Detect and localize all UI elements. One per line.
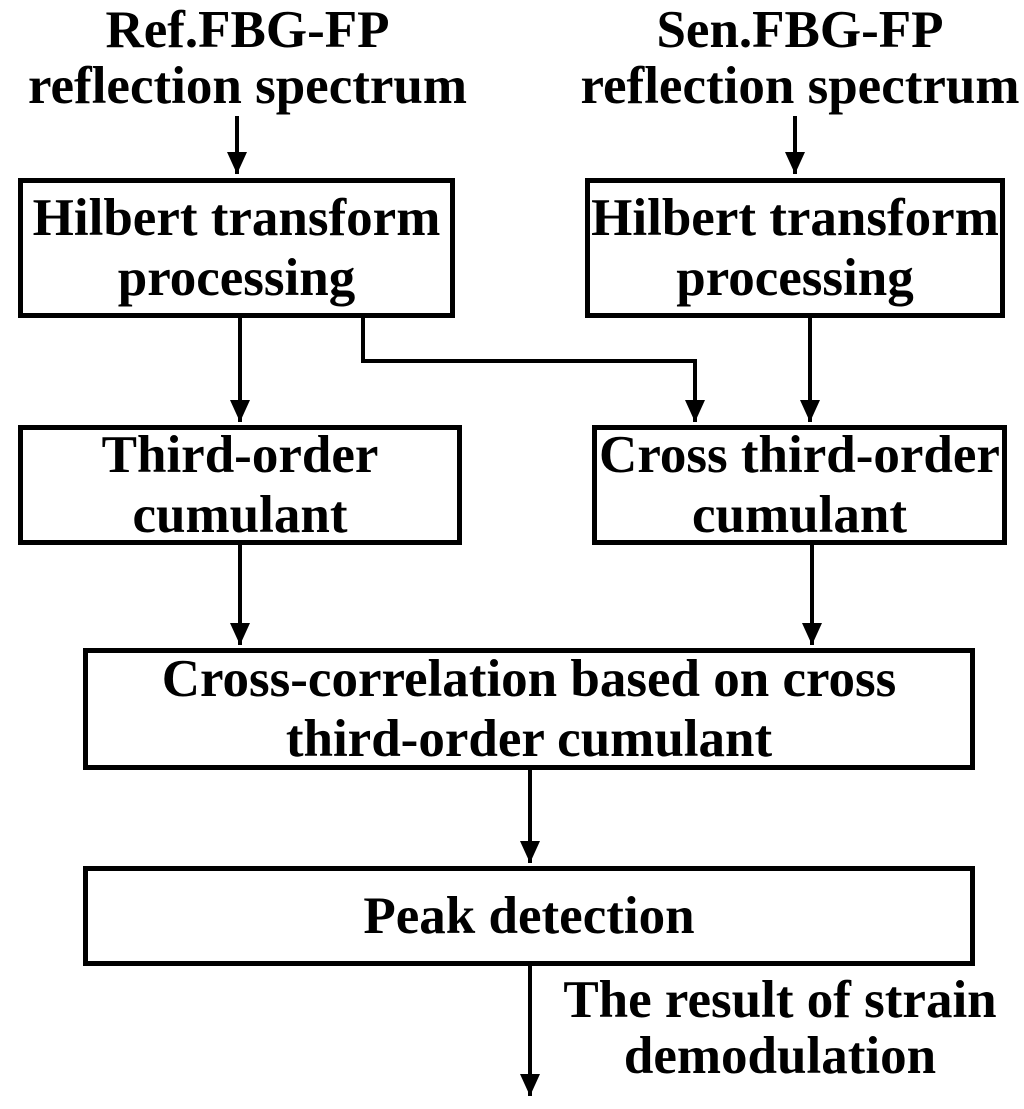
ref-label-line2: reflection spectrum [27,57,468,115]
ref-fbg-fp-input-label: Ref.FBG-FP reflection spectrum [15,2,480,114]
node-text-line: Hilbert transform [591,189,999,247]
node-text-line: processing [676,249,914,307]
node-third-order-cumulant: Third-order cumulant [18,425,462,545]
node-text-line: Third-order [101,426,379,484]
arrow-hilbert-left-to-cross-third-order [361,317,705,422]
node-hilbert-transform-right: Hilbert transform processing [585,178,1005,318]
output-label-line2: demodulation [623,1027,937,1085]
node-text-line: third-order cumulant [285,710,773,768]
node-peak-detection: Peak detection [83,866,975,966]
node-text-line: Cross third-order [599,426,1000,484]
node-text-line: Cross-correlation based on cross [161,650,897,708]
node-hilbert-transform-left: Hilbert transform processing [18,178,455,318]
ref-label-line1: Ref.FBG-FP [105,1,390,59]
sen-label-line2: reflection spectrum [580,57,1020,115]
strain-demodulation-result-label: The result of strain demodulation [545,972,1015,1084]
sen-fbg-fp-input-label: Sen.FBG-FP reflection spectrum [575,2,1024,114]
node-text-line: cumulant [692,486,907,544]
node-cross-correlation: Cross-correlation based on cross third-o… [83,648,975,770]
node-text-line: Peak detection [363,887,695,945]
sen-label-line1: Sen.FBG-FP [656,1,944,59]
node-cross-third-order-cumulant: Cross third-order cumulant [592,425,1007,545]
output-label-line1: The result of strain [563,971,997,1029]
node-text-line: Hilbert transform [32,189,441,247]
node-text-line: processing [117,249,356,307]
node-text-line: cumulant [132,486,348,544]
